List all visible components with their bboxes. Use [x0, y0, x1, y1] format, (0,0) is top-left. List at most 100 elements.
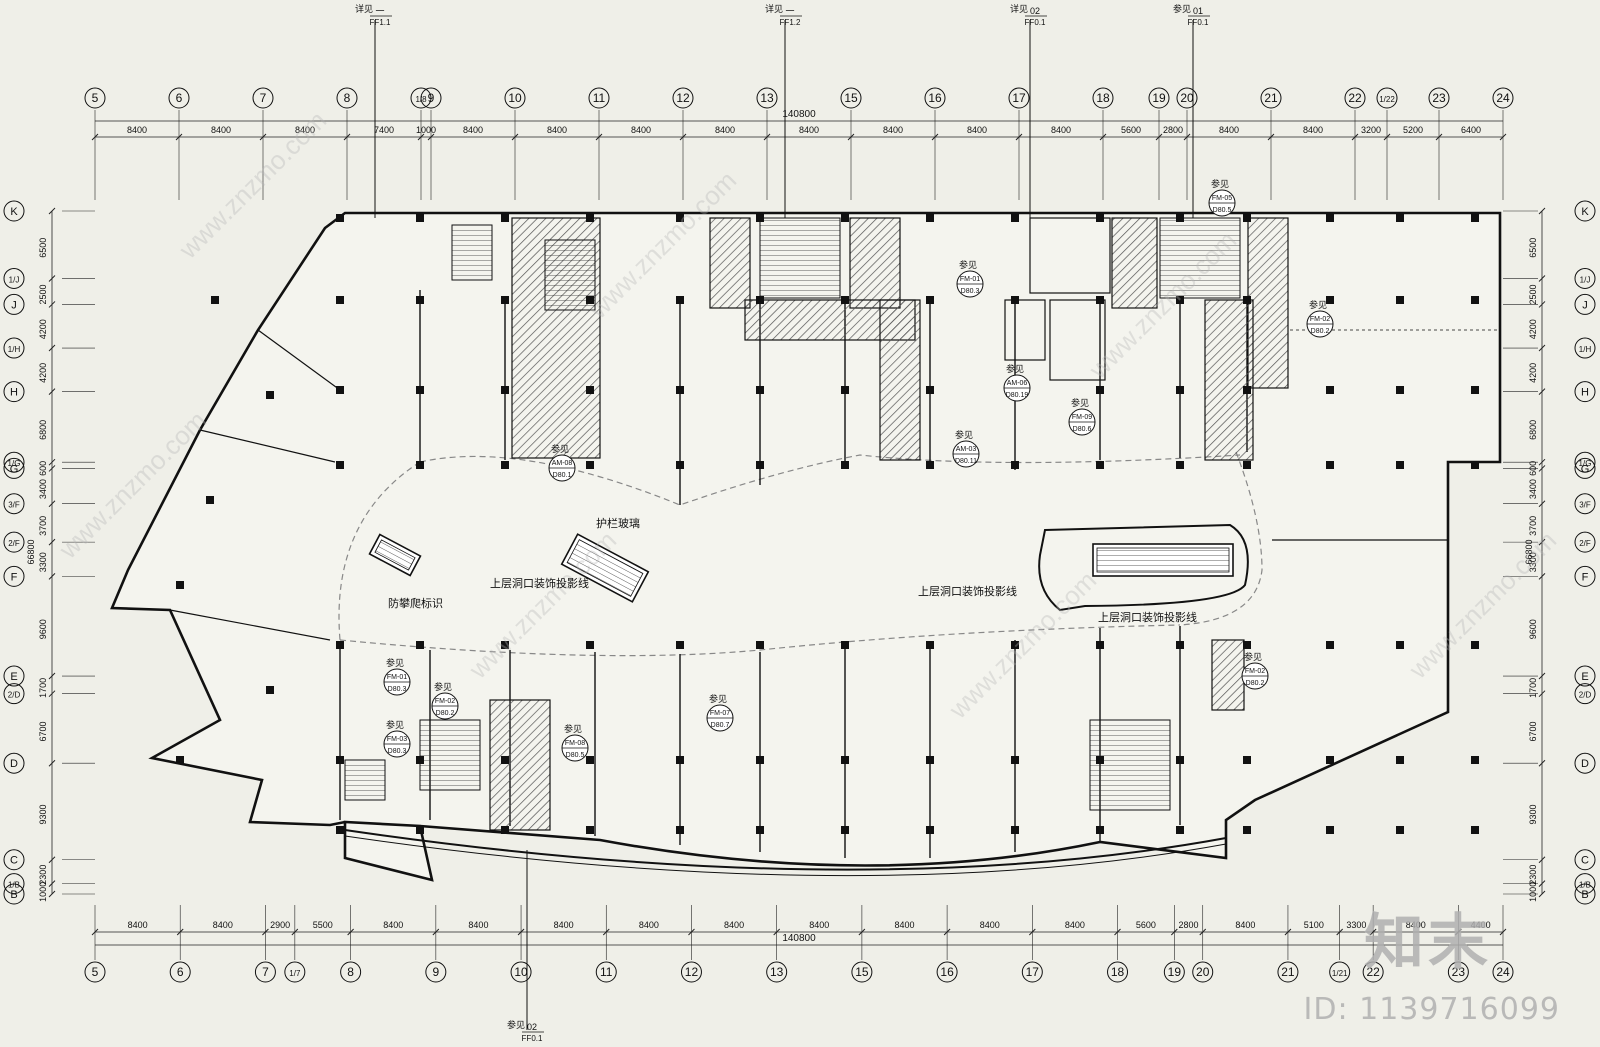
axis-bubble-row: H [1574, 381, 1596, 403]
axis-bubble-top: 19 [1148, 87, 1170, 109]
axis-bubble-circle [936, 961, 958, 983]
axis-bubble-label: G [1581, 463, 1590, 475]
dim-tick [1114, 928, 1121, 936]
core-wall-hatch [849, 217, 901, 309]
dim-tick [427, 133, 435, 141]
axis-bubble-top: 7 [252, 87, 274, 109]
dim-text: 8400 [809, 920, 829, 930]
axis-bubble-label: 17 [1012, 91, 1026, 105]
dim-text-v: 3400 [1528, 479, 1538, 499]
axis-bubble-label: 1/H [8, 345, 21, 354]
axis-bubble-circle [3, 381, 25, 403]
structural-column [1326, 296, 1334, 304]
dim-text: 8400 [554, 920, 574, 930]
dim-tick [773, 928, 781, 936]
structural-column [1396, 826, 1404, 834]
axis-bubble-bottom: 17 [1021, 961, 1043, 983]
axis-bubble-circle [1574, 683, 1596, 705]
dim-tick [1538, 573, 1546, 580]
axis-bubble-label: F [11, 571, 18, 583]
dim-tick [91, 928, 99, 936]
dim-text-v: 4200 [38, 319, 48, 339]
axis-bubble-circle [595, 961, 617, 983]
dim-tick [1538, 890, 1546, 898]
dim-tick [48, 344, 56, 352]
dim-text: 8400 [639, 920, 659, 930]
dim-text-v: 4200 [1528, 363, 1538, 383]
dim-text: 8400 [211, 125, 231, 135]
axis-bubble-label: H [10, 387, 18, 399]
axis-bubble-circle [1277, 961, 1299, 983]
dim-tick [1383, 133, 1391, 141]
axis-bubble-label: 1/G [8, 459, 21, 468]
axis-bubble-label: 6 [177, 965, 184, 979]
axis-bubble-bottom: 1/7 [284, 961, 306, 983]
stair-block [1159, 217, 1241, 299]
axis-bubble-label: 22 [1366, 965, 1380, 979]
note-anti-climb: 防攀爬标识 [388, 596, 443, 610]
axis-bubble-label: C [1581, 855, 1589, 867]
structural-column [1471, 214, 1479, 222]
dim-text: 8400 [463, 125, 483, 135]
dim-text: 8400 [127, 125, 147, 135]
structural-column [1011, 461, 1019, 469]
structural-column [1326, 386, 1334, 394]
dim-text: 1000 [416, 125, 436, 135]
dim-text: 8400 [980, 920, 1000, 930]
axis-bubble-circle [1362, 961, 1384, 983]
dim-text-v: 3700 [1528, 516, 1538, 536]
wing-partition [199, 429, 336, 463]
structural-column [1471, 826, 1479, 834]
structural-column [1396, 641, 1404, 649]
axis-bubble-label: 21 [1264, 91, 1278, 105]
dim-text: 8400 [967, 125, 987, 135]
dim-tick [1538, 344, 1546, 352]
structural-column [676, 386, 684, 394]
detail-ref-number: FM-01 [960, 276, 980, 283]
axis-bubble-label: 6 [176, 91, 183, 105]
atrium-edge-right [1179, 451, 1263, 626]
axis-bubble-row: 1/G [3, 451, 25, 473]
axis-bubble-circle [3, 493, 25, 515]
structural-column [926, 461, 934, 469]
axis-bubble-circle [1574, 293, 1596, 315]
structural-column [676, 756, 684, 764]
dim-tick [1099, 133, 1107, 141]
axis-bubble-circle [1260, 87, 1282, 109]
dim-tick [48, 538, 56, 546]
axis-bubble-circle [3, 665, 25, 687]
structural-column [501, 641, 509, 649]
dim-text-v: 3700 [38, 516, 48, 536]
dim-text: 8400 [383, 920, 403, 930]
axis-bubble-row: K [3, 200, 25, 222]
dim-tick [48, 207, 56, 215]
structural-column [676, 641, 684, 649]
axis-bubble-label: 12 [685, 965, 699, 979]
dim-tick [1028, 928, 1036, 936]
structural-column [1243, 641, 1251, 649]
dim-text-v: 3300 [38, 552, 48, 572]
axis-bubble-top: 8 [336, 87, 358, 109]
axis-bubble-circle [3, 883, 25, 905]
axis-bubble-label: 5 [92, 965, 99, 979]
structural-column [586, 641, 594, 649]
dim-total-bottom: 140800 [782, 933, 816, 944]
axis-bubble-label: 2/F [8, 539, 20, 548]
axis-bubble-bottom: 8 [340, 961, 362, 983]
detail-ref-number: FM-07 [710, 710, 730, 717]
dim-tick [417, 133, 425, 141]
axis-bubble-label: K [10, 206, 18, 218]
detail-ref-top: 参见 [386, 657, 404, 668]
structural-column [756, 756, 764, 764]
axis-bubble-bottom: 24 [1492, 961, 1514, 983]
dim-text-v: 9600 [1528, 619, 1538, 639]
structural-column [416, 641, 424, 649]
dim-tick [1538, 275, 1546, 282]
axis-bubble-circle [410, 87, 432, 109]
structural-column [1326, 641, 1334, 649]
structural-column [1176, 461, 1184, 469]
axis-bubble-bottom: 18 [1107, 961, 1129, 983]
dim-tick [858, 928, 866, 936]
